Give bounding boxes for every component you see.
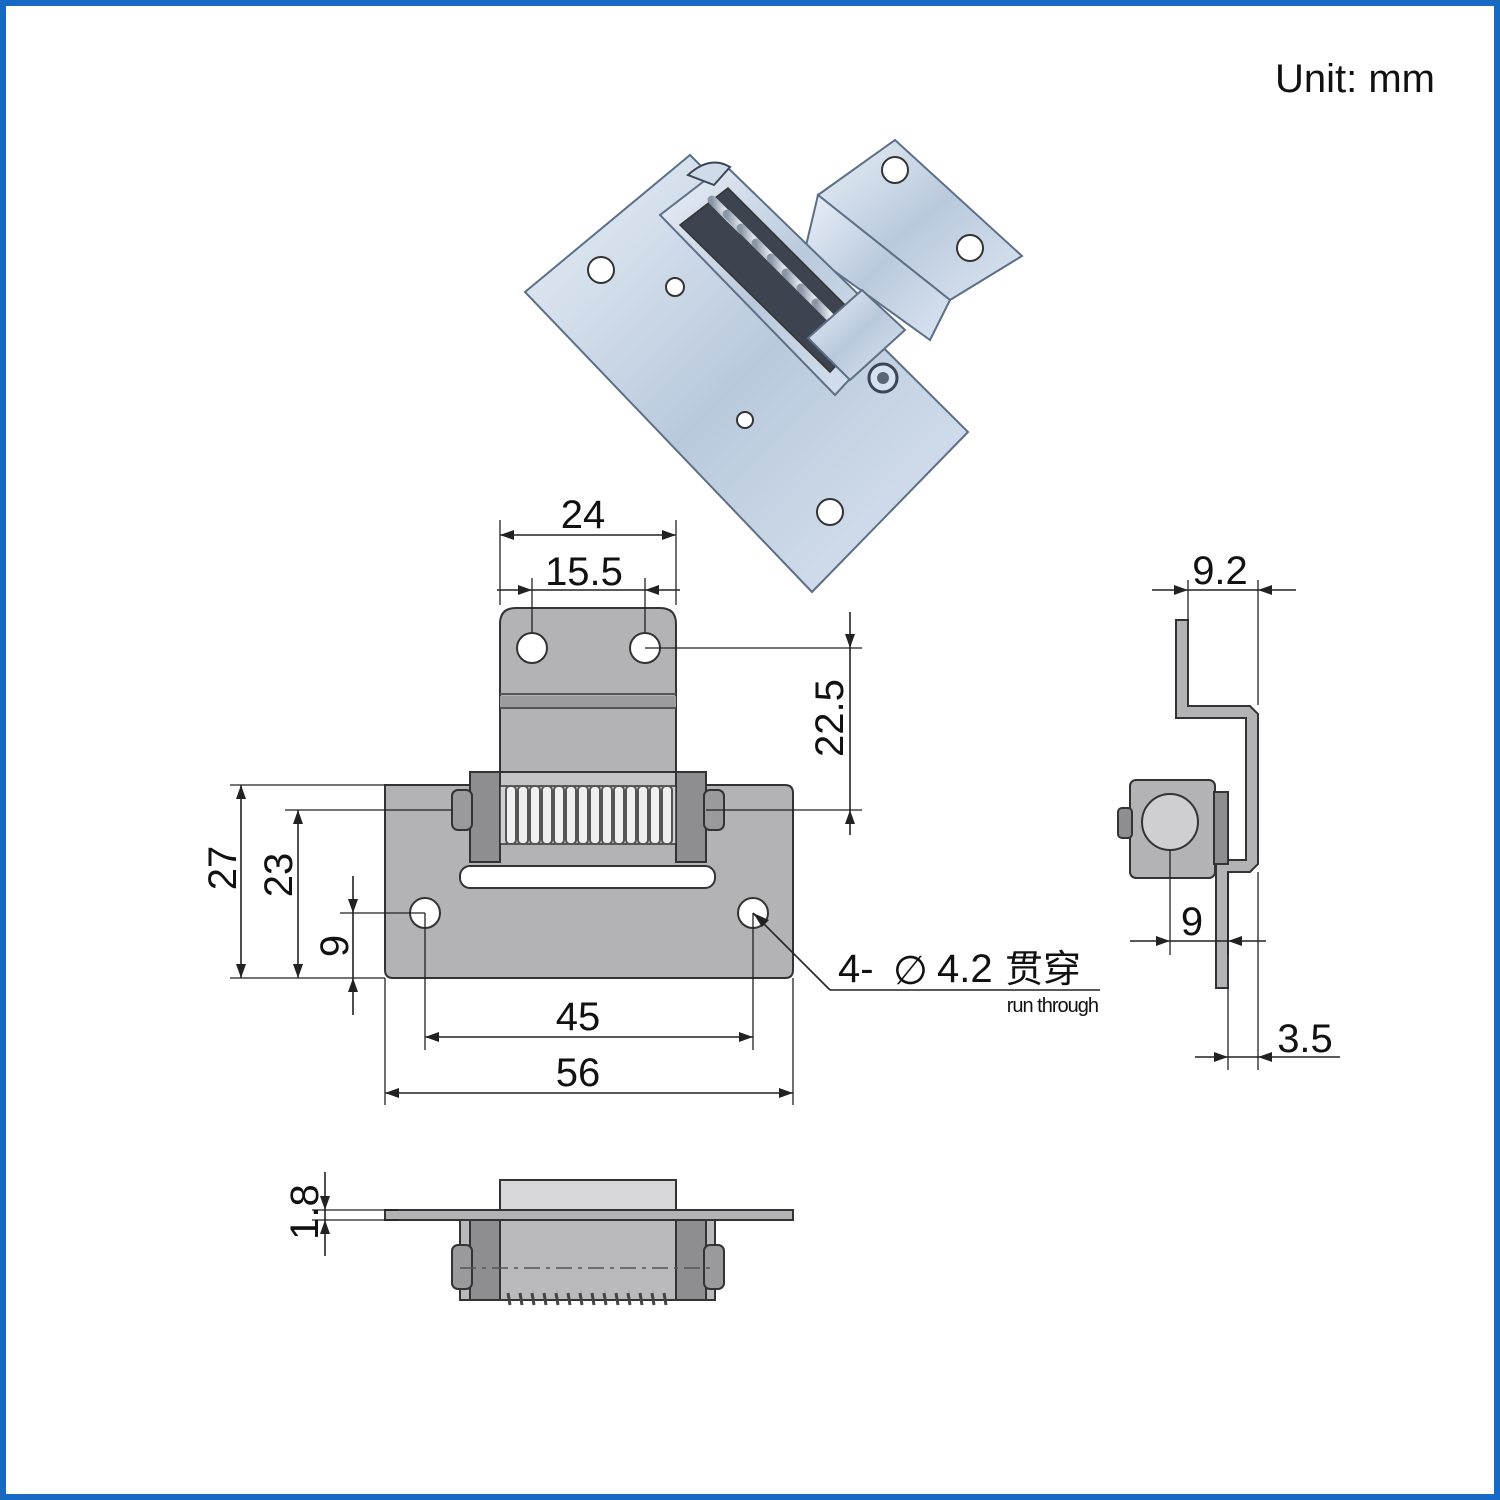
- bottom-housing: [459, 1219, 716, 1301]
- photo-hole-1: [587, 256, 615, 284]
- photo-base-plate: [523, 153, 970, 594]
- dim-side-spring-offset: 9: [1181, 900, 1203, 944]
- front-spring-coils: [505, 785, 673, 845]
- bottom-view: 1.8: [283, 1172, 794, 1306]
- photo-housing-front: [806, 288, 907, 382]
- bottom-spring-coils: [506, 1292, 668, 1306]
- hinge-photo: [523, 138, 1024, 594]
- photo-hole-2: [665, 277, 685, 297]
- dim-base-height: 27: [201, 846, 245, 891]
- dim-side-thickness: 3.5: [1277, 1017, 1333, 1061]
- dim-side-leaf-offset: 9.2: [1192, 549, 1248, 593]
- side-pin: [1141, 793, 1199, 851]
- dim-base-width: 56: [556, 1051, 601, 1095]
- dim-top-width: 24: [561, 493, 606, 537]
- callout-prefix: 4-: [838, 947, 874, 991]
- front-housing-right: [675, 771, 707, 863]
- callout-diameter-symbol: ∅: [893, 949, 928, 993]
- photo-hole-3: [816, 498, 844, 526]
- front-top-hole-left: [516, 632, 548, 664]
- photo-leaf-hole-2: [956, 234, 984, 262]
- front-view: 24 15.5 22.5 27 23 9: [201, 493, 1100, 1105]
- front-slot: [459, 865, 716, 889]
- photo-pin-top: [686, 161, 732, 187]
- photo-leaf-hole-1: [881, 156, 909, 184]
- callout-english-label: run through: [1007, 995, 1098, 1017]
- front-housing-left: [469, 771, 501, 863]
- unit-label: Unit: mm: [1275, 57, 1435, 101]
- bottom-leaf-edge: [499, 1179, 677, 1211]
- hole-callout: 4- ∅ 4.2 贯穿 run through: [838, 947, 1099, 1017]
- front-pin-left: [451, 789, 473, 831]
- photo-spring: [707, 195, 851, 338]
- callout-value: 4.2: [937, 947, 993, 991]
- bottom-base-plate: [384, 1209, 794, 1221]
- dim-spring-axis-height: 23: [257, 853, 301, 898]
- dim-hole-to-spring: 22.5: [808, 679, 852, 757]
- dim-hole-spacing-base: 45: [556, 995, 601, 1039]
- photo-leaf-bend: [803, 193, 952, 342]
- photo-pin-core: [877, 372, 889, 384]
- dim-plate-thickness: 1.8: [283, 1184, 327, 1240]
- dim-hole-spacing-top: 15.5: [545, 550, 623, 594]
- photo-hole-4: [736, 411, 754, 429]
- callout-chinese-label: 贯穿: [1005, 947, 1081, 991]
- side-view: 9.2 9 3.5: [1117, 549, 1340, 1070]
- dim-hole-height: 9: [313, 935, 357, 957]
